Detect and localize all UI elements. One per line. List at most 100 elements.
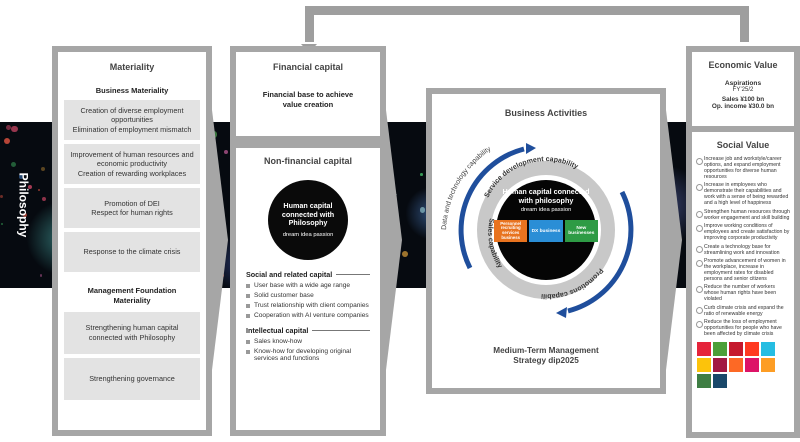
bokeh-dot (19, 174, 24, 179)
foundation-item-text: Strengthening human capital connected wi… (85, 323, 179, 342)
capital-to-business-arrow (386, 110, 402, 370)
financial-capital-panel: Financial capital Financial base to achi… (230, 46, 386, 142)
social-value-list: Increase job and workstyle/career option… (696, 156, 790, 338)
business-cycle-diagram: Data and technology capability Service d… (432, 118, 634, 318)
bokeh-dot (0, 223, 4, 226)
cycle-arrow-head-bottom (556, 307, 567, 318)
intellectual-capital-item: Know-how for developing original service… (246, 348, 370, 364)
sales-target: Sales ¥100 bn (721, 96, 765, 103)
social-value-box: Social Value Increase job and workstyle/… (692, 132, 794, 432)
intellectual-capital-header: Intellectual capital (246, 326, 370, 335)
materiality-item-text: Improvement of human resources and econo… (70, 149, 194, 178)
cycle-arrow-left (458, 146, 525, 270)
economic-value-box: Economic Value Aspirations FY’25/2 Sales… (692, 52, 794, 126)
materiality-item-productivity: Improvement of human resources and econo… (64, 144, 200, 184)
social-value-item: Create a technology base for streamlinin… (696, 244, 790, 257)
materiality-item-text: Creation of diverse employment opportuni… (72, 105, 192, 134)
feedback-loop-connector (305, 6, 749, 42)
nonfinancial-capital-panel: Non-financial capital Human capital conn… (230, 142, 386, 436)
sdg-icons (696, 341, 790, 389)
nonfinancial-capital-title: Non-financial capital (263, 156, 352, 166)
materiality-item-text: Response to the climate crisis (83, 247, 181, 257)
financial-capital-title: Financial capital (272, 62, 344, 72)
plan-line-1: Medium-Term Management (493, 346, 599, 355)
bokeh-dot (28, 185, 33, 190)
economic-value-title: Economic Value (708, 60, 778, 70)
bokeh-dot (402, 251, 408, 258)
social-value-item: Increase in employees who demonstrate th… (696, 182, 790, 207)
foundation-item-text: Strengthening governance (89, 373, 175, 383)
intellectual-capital-title: Intellectual capital (246, 325, 309, 335)
plan-line-2: Strategy dip2025 (513, 356, 579, 366)
cycle-arrow-head-top (526, 143, 536, 154)
business-segments: Personnel recruiting services business D… (494, 220, 598, 242)
social-value-item: Curb climate crisis and expand the ratio… (696, 305, 790, 318)
intellectual-capital-item: Sales know-how (246, 338, 370, 346)
foundation-item-human-capital: Strengthening human capital connected wi… (64, 311, 200, 354)
bokeh-dot (6, 124, 11, 130)
social-value-item: Increase job and workstyle/career option… (696, 156, 790, 181)
bokeh-dot (4, 137, 11, 144)
business-activities-panel: Business Activities Data and technology … (426, 88, 666, 394)
financial-capital-text: Financial base to achieve value creation (262, 90, 354, 109)
sdg-goal-icon (713, 373, 727, 388)
foundation-materiality-title: Management Foundation Materiality (87, 286, 177, 305)
center-sub: dream idea passion (520, 207, 572, 214)
social-value-item: Promote advancement of women in the work… (696, 258, 790, 283)
materiality-item-climate: Response to the climate crisis (64, 232, 200, 272)
aspirations-label: Aspirations (724, 80, 762, 87)
bokeh-dot (41, 196, 47, 202)
medium-term-plan-label: Medium-Term Management Strategy dip2025 (432, 346, 660, 367)
materiality-item-dei: Promotion of DEI Respect for human right… (64, 188, 200, 228)
bokeh-dot (10, 161, 16, 167)
foundation-item-governance: Strengthening governance (64, 357, 200, 400)
philosophy-label: Philosophy (0, 122, 46, 288)
segment-new-businesses: New businesses (564, 220, 598, 242)
sdg-goal-icon (697, 373, 711, 388)
bokeh-dot (11, 125, 18, 133)
social-capital-item: Solid customer base (246, 292, 370, 300)
social-value-item: Strengthen human resources through worke… (696, 209, 790, 222)
business-activities-title: Business Activities (504, 108, 588, 118)
center-content: Human capital connected with philosophy … (496, 187, 596, 214)
human-capital-circle-sub: dream idea passion (282, 231, 334, 238)
social-capital-item: User base with a wide age range (246, 282, 370, 290)
materiality-panel: Materiality Business Materiality Creatio… (52, 46, 212, 436)
social-value-item: Reduce the loss of employment opportunit… (696, 319, 790, 338)
social-value-title: Social Value (716, 140, 770, 150)
philosophy-text: Philosophy (16, 172, 31, 238)
fiscal-year: FY’25/2 (732, 87, 754, 93)
sdg-goal-icon (729, 357, 743, 372)
social-value-item: Improve working conditions of employees … (696, 223, 790, 242)
sdg-goal-icon (697, 341, 711, 356)
bokeh-dot (23, 213, 28, 218)
bokeh-dot (39, 274, 43, 277)
sdg-goal-icon (713, 341, 727, 356)
segment-dx: DX business (529, 220, 563, 242)
bokeh-dot (0, 194, 3, 198)
divider (312, 329, 370, 331)
capability-ring (477, 161, 615, 299)
social-capital-item: Trust relationship with client companies (246, 302, 370, 310)
operating-income-target: Op. income ¥30.0 bn (711, 103, 775, 110)
social-value-item: Reduce the number of workers whose human… (696, 284, 790, 303)
business-to-value-arrow (666, 110, 682, 370)
bokeh-dot (41, 167, 46, 172)
sdg-goal-icon (745, 357, 759, 372)
segment-personnel-recruiting: Personnel recruiting services business (494, 220, 528, 242)
center-title: Human capital connected with philosophy (502, 187, 590, 205)
human-capital-circle-title: Human capital connected with Philosophy (281, 201, 335, 228)
sdg-goal-icon (761, 341, 775, 356)
business-materiality-title: Business Materiality (95, 86, 169, 95)
bokeh-dot (420, 173, 423, 176)
materiality-item-employment: Creation of diverse employment opportuni… (64, 100, 200, 140)
sdg-goal-icon (713, 357, 727, 372)
sdg-goal-icon (729, 341, 743, 356)
materiality-title: Materiality (109, 62, 155, 72)
social-capital-item: Cooperation with AI venture companies (246, 312, 370, 320)
sdg-goal-icon (761, 357, 775, 372)
human-capital-circle: Human capital connected with Philosophy … (268, 180, 348, 260)
value-panel: Economic Value Aspirations FY’25/2 Sales… (686, 46, 800, 438)
bokeh-dot (419, 207, 425, 213)
sdg-goal-icon (745, 341, 759, 356)
